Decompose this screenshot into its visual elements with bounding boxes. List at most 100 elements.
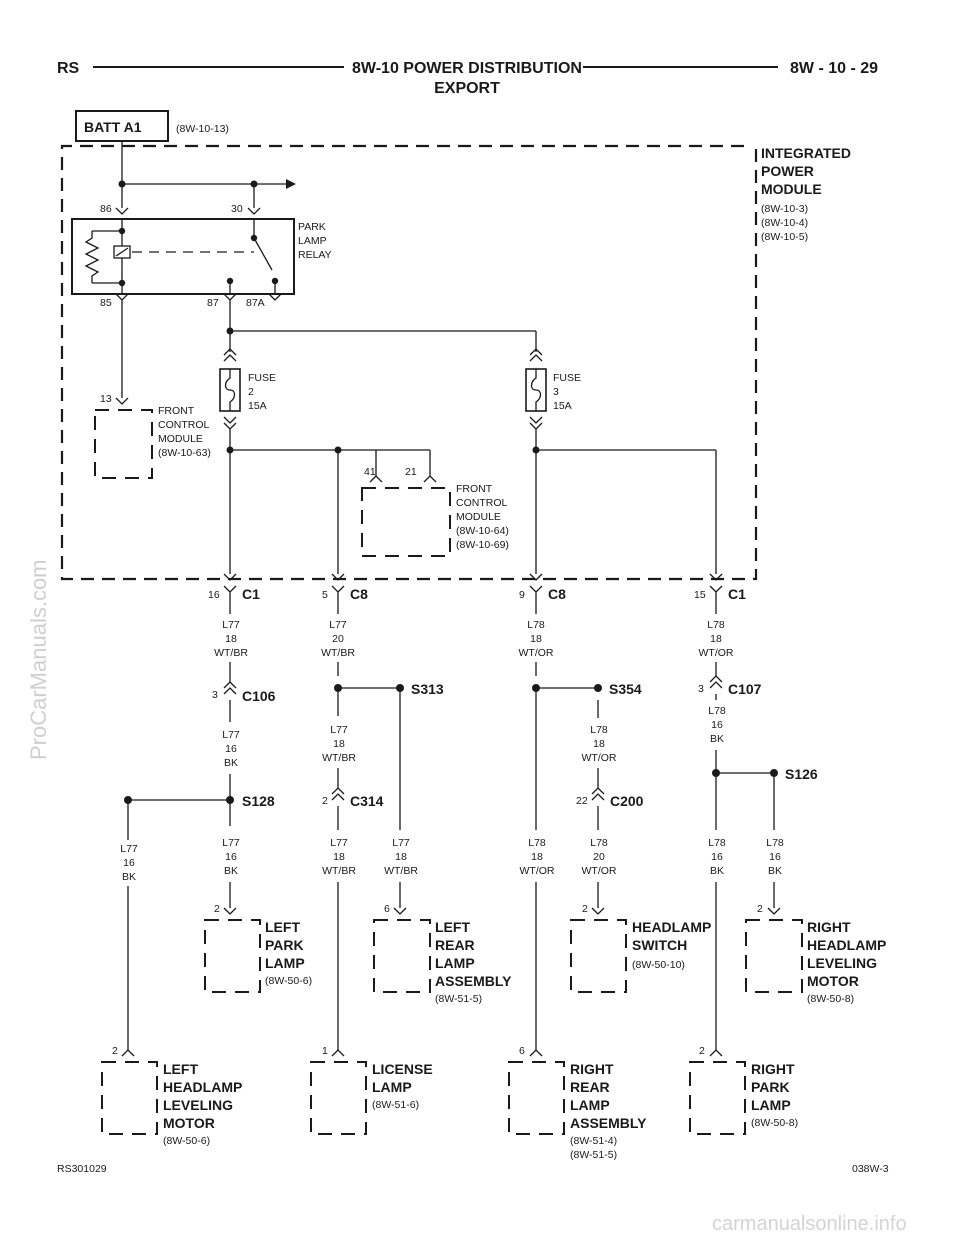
components-right_hl_lev-l1: RIGHT — [807, 919, 851, 935]
fuse2-label: FUSE — [248, 372, 276, 384]
components-right_park-l2: PARK — [751, 1079, 790, 1095]
fcm1-pin: 13 — [100, 393, 112, 405]
components-license-l2: LAMP — [372, 1079, 412, 1095]
relay-pin-85: 85 — [100, 297, 112, 309]
batt-ref: (8W-10-13) — [176, 123, 229, 135]
c200-pin: 22 — [576, 795, 588, 807]
ipm-label-2: POWER — [761, 163, 814, 179]
component-right-rear-lamp-assembly: 6 RIGHT REAR LAMP ASSEMBLY (8W-51-4) (8W… — [508, 1045, 647, 1161]
components-left_rear-ref: (8W-51-5) — [435, 993, 482, 1005]
component-left-rear-lamp-assembly: 6 LEFT REAR LAMP ASSEMBLY (8W-51-5) — [373, 903, 512, 1005]
fcm1-ref: (8W-10-63) — [158, 447, 211, 459]
components-left_park-l2: PARK — [265, 937, 304, 953]
wires-w3-c: L78 — [527, 619, 545, 631]
wires-w5-col: BK — [224, 757, 238, 769]
wires-w6-g: 18 — [333, 738, 345, 750]
wires-w3-col: WT/OR — [519, 647, 554, 659]
wires-w12-c: L77 — [392, 837, 410, 849]
fcm2-label-2: CONTROL — [456, 497, 507, 509]
components-headlamp_sw-l1: HEADLAMP — [632, 919, 711, 935]
connector-c200: C200 — [610, 793, 644, 809]
component-headlamp-switch: 2 HEADLAMP SWITCH (8W-50-10) — [570, 903, 711, 993]
component-left-headlamp-leveling-motor: 2 LEFT HEADLAMP LEVELING MOTOR (8W-50-6) — [101, 1045, 242, 1147]
wires-w4-col: WT/OR — [699, 647, 734, 659]
components-left_rear-l4: ASSEMBLY — [435, 973, 512, 989]
wires-w14-c: L78 — [590, 837, 608, 849]
fuse2-rating: 15A — [248, 400, 267, 412]
components-right_rear-l4: ASSEMBLY — [570, 1115, 647, 1131]
wires-w13-col: WT/OR — [520, 865, 555, 877]
wires-w14-g: 20 — [593, 851, 605, 863]
wires-w7-g: 18 — [593, 738, 605, 750]
connector-c106: C106 — [242, 688, 276, 704]
wires-w12-col: WT/BR — [384, 865, 418, 877]
components-right_hl_lev-l3: LEVELING — [807, 955, 877, 971]
connector-c1-left: C1 — [242, 586, 260, 602]
front-control-module-2: 41 21 FRONT CONTROL MODULE (8W-10-64) (8… — [361, 466, 509, 557]
wires-w16-g: 16 — [769, 851, 781, 863]
wires-w5-c: L77 — [222, 729, 240, 741]
wires-w15-c: L78 — [708, 837, 726, 849]
wires-w10-c: L77 — [222, 837, 240, 849]
components-right_rear-l1: RIGHT — [570, 1061, 614, 1077]
components-right_hl_lev-ref: (8W-50-8) — [807, 993, 854, 1005]
front-control-module-1: 13 FRONT CONTROL MODULE (8W-10-63) — [94, 393, 211, 479]
page-footer: RS301029 038W-3 — [57, 1163, 889, 1175]
components-right_park-l1: RIGHT — [751, 1061, 795, 1077]
wires-w9-g: 16 — [123, 857, 135, 869]
ipm-ref-2: (8W-10-4) — [761, 217, 808, 229]
connector-c8-left: C8 — [350, 586, 368, 602]
components-left_rear-l2: REAR — [435, 937, 475, 953]
ipm-internal-wiring: FUSE 2 15A FUSE 3 15A — [121, 300, 717, 574]
header-page-number: 8W - 10 - 29 — [790, 60, 878, 77]
splice-s126: S126 — [785, 766, 818, 782]
circuit-l78-right: 3 C107 L78 16 BK S126 L78 16 BK L78 16 B… — [698, 592, 818, 1050]
relay-pin-87a: 87A — [246, 297, 265, 309]
wires-w15-g: 16 — [711, 851, 723, 863]
c8-pin-5: 5 — [322, 589, 328, 601]
components-left_hl_lev-l1: LEFT — [163, 1061, 198, 1077]
wires-w9-c: L77 — [120, 843, 138, 855]
fcm1-label-3: MODULE — [158, 433, 203, 445]
fcm1-label-1: FRONT — [158, 405, 195, 417]
components-left_hl_lev-l4: MOTOR — [163, 1115, 215, 1131]
wires-w11-c: L77 — [330, 837, 348, 849]
wires-w11-g: 18 — [333, 851, 345, 863]
wires-w6-c: L77 — [330, 724, 348, 736]
components-right_hl_lev-l4: MOTOR — [807, 973, 859, 989]
components-right_rear-pin: 6 — [519, 1045, 525, 1057]
fuse2-number: 2 — [248, 386, 254, 398]
fuse3-rating: 15A — [553, 400, 572, 412]
wires-w2-c: L77 — [329, 619, 347, 631]
components-right_rear-l2: REAR — [570, 1079, 610, 1095]
wires-w2-col: WT/BR — [321, 647, 355, 659]
fuse-2: FUSE 2 15A — [219, 348, 276, 430]
circuit-l78-center: S354 L78 18 WT/OR 22 C200 L78 18 WT/OR L… — [520, 592, 644, 1050]
components-right_park-pin: 2 — [699, 1045, 705, 1057]
components-right_rear-ref1: (8W-51-4) — [570, 1135, 617, 1147]
components-license-l1: LICENSE — [372, 1061, 433, 1077]
component-left-park-lamp: 2 LEFT PARK LAMP (8W-50-6) — [204, 903, 312, 993]
wires-w12-g: 18 — [395, 851, 407, 863]
fuse-3: FUSE 3 15A — [525, 348, 581, 430]
wires-w1-c: L77 — [222, 619, 240, 631]
components-headlamp_sw-pin: 2 — [582, 903, 588, 915]
components-left_park-l3: LAMP — [265, 955, 305, 971]
components-right_park-l3: LAMP — [751, 1097, 791, 1113]
components-headlamp_sw-ref: (8W-50-10) — [632, 959, 685, 971]
ipm-ref-1: (8W-10-3) — [761, 203, 808, 215]
wires-w11-col: WT/BR — [322, 865, 356, 877]
components-right_rear-ref2: (8W-51-5) — [570, 1149, 617, 1161]
components-headlamp_sw-l2: SWITCH — [632, 937, 687, 953]
splice-s354: S354 — [609, 681, 642, 697]
bottom-watermark: carmanualsonline.info — [712, 1213, 907, 1235]
batt-label: BATT A1 — [84, 119, 142, 135]
wires-w8-g: 16 — [711, 719, 723, 731]
wires-w2-g: 20 — [332, 633, 344, 645]
component-license-lamp: 1 LICENSE LAMP (8W-51-6) — [310, 1045, 433, 1135]
fcm2-pin-21: 21 — [405, 466, 417, 478]
wires-w8-col: BK — [710, 733, 724, 745]
circuit-l77-center: S313 L77 18 WT/BR 2 C314 L77 18 WT/BR L7… — [322, 592, 444, 1050]
fcm2-label-1: FRONT — [456, 483, 493, 495]
